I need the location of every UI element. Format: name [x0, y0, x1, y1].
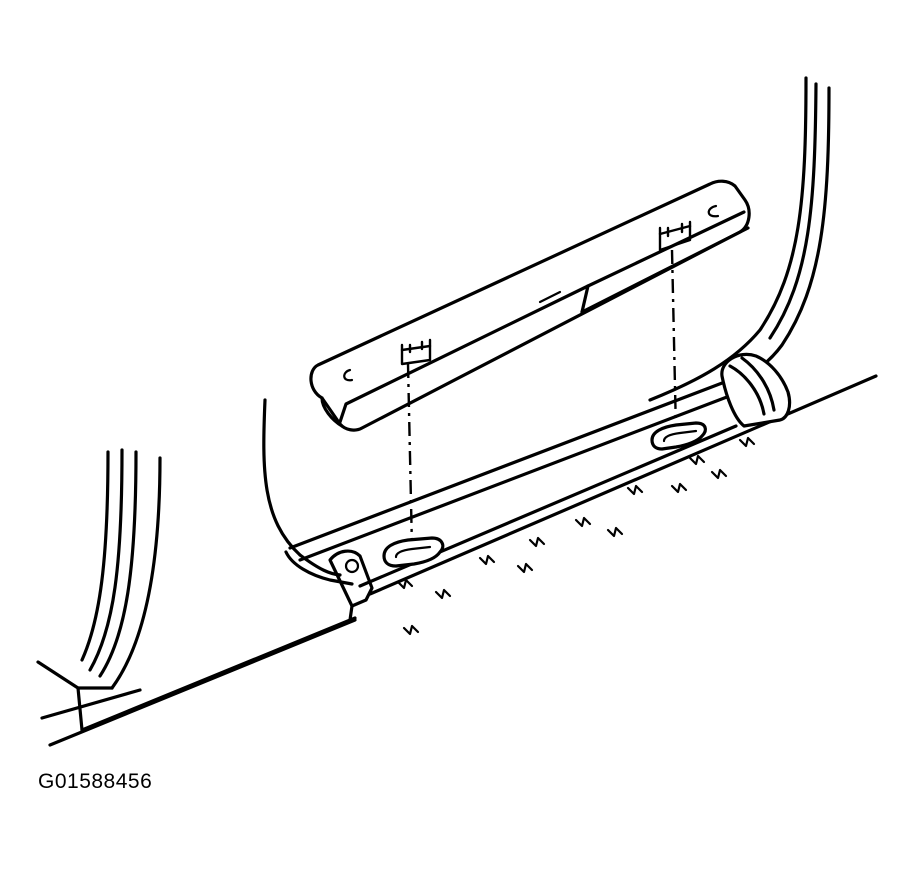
right-seal-cylinder [720, 352, 792, 428]
sill-plate [309, 179, 751, 432]
floor-rocker [40, 374, 878, 747]
floor-texture-marks [396, 436, 756, 636]
left-end-cap [328, 549, 374, 622]
mounting-slots [382, 421, 707, 568]
left-door-pillar [36, 448, 162, 732]
alignment-lines [406, 249, 678, 549]
figure-id-label: G01588456 [38, 770, 153, 793]
